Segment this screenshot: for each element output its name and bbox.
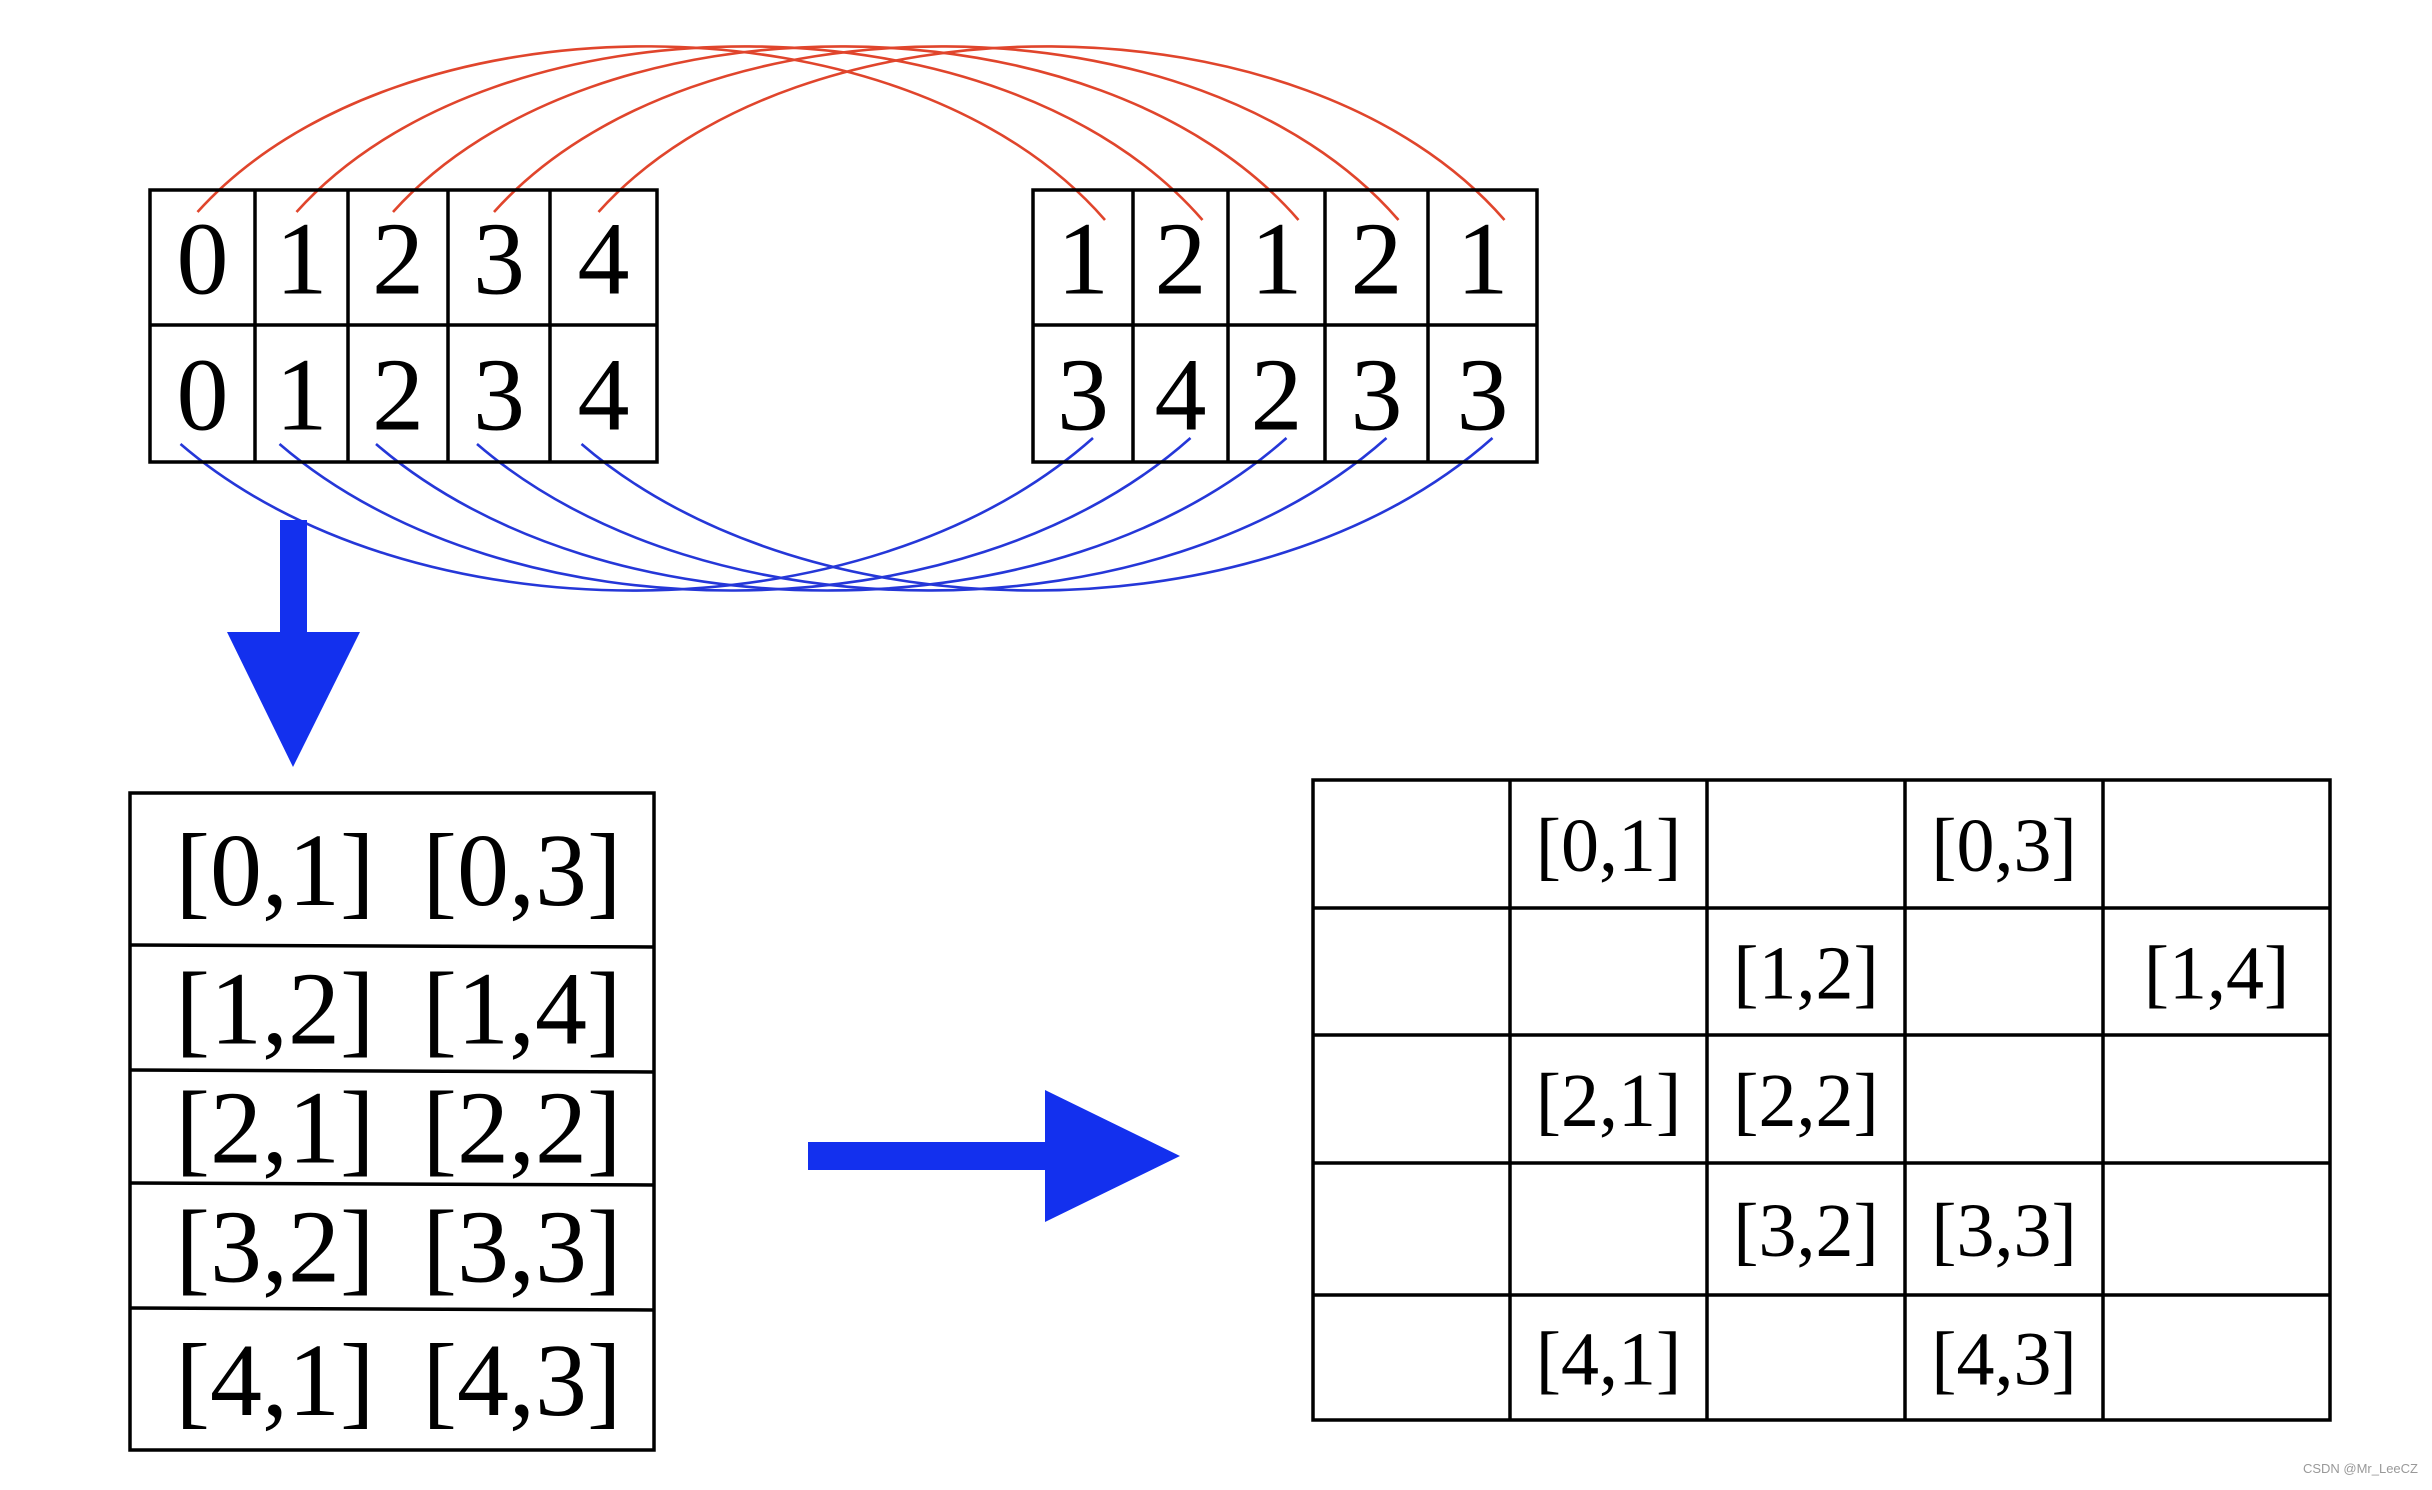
- pair-list-cell: [2,2]: [422, 1071, 621, 1186]
- right-bottom-row-cell: 3: [1057, 338, 1109, 453]
- left-top-row-cell: 0: [177, 202, 229, 317]
- right-bottom-row-cell: 3: [1351, 338, 1403, 453]
- flow-arrows: [227, 520, 1180, 1222]
- left-bottom-row-cell: 0: [177, 338, 229, 453]
- left-bottom-row-cell: 3: [473, 338, 525, 453]
- grid-cell: [0,1]: [1536, 804, 1682, 888]
- pair-list-row-divider: [129, 1306, 655, 1312]
- pair-list-cell: [4,3]: [422, 1323, 621, 1438]
- bottom-link-arc: [580, 437, 1494, 592]
- grid-cell: [4,1]: [1536, 1318, 1682, 1402]
- left-top-row-cell: 2: [372, 202, 424, 317]
- pair-list-cell: [0,3]: [422, 813, 621, 928]
- pair-list-cell: [3,2]: [175, 1190, 374, 1305]
- right-bottom-row-cell: 3: [1457, 338, 1509, 453]
- left-bottom-row-cell: 1: [276, 338, 328, 453]
- pair-list-cell: [4,1]: [175, 1323, 374, 1438]
- right-arrow-head: [1045, 1090, 1180, 1222]
- right-top-row-cell: 1: [1457, 202, 1509, 317]
- left-top-row-cell: 1: [276, 202, 328, 317]
- pair-list-cell: [1,2]: [175, 952, 374, 1067]
- pair-list-cell: [1,4]: [422, 952, 621, 1067]
- grid-cell: [2,2]: [1733, 1059, 1879, 1143]
- grid-cell: [1,4]: [2144, 932, 2290, 1016]
- down-arrow-head: [227, 632, 360, 767]
- bottom-link-arc: [375, 437, 1288, 592]
- grid-cell: [4,3]: [1931, 1318, 2077, 1402]
- connection-arcs: [179, 45, 1506, 592]
- grid-cell: [3,2]: [1733, 1189, 1879, 1273]
- top-link-arc: [493, 45, 1400, 221]
- pair-list-cell: [3,3]: [422, 1190, 621, 1305]
- bottom-link-arc: [476, 437, 1388, 592]
- adjacency-grid: [0,1] [0,3] [1,2] [1,4] [2,1] [2,2] [3,2] [3,3]…: [1311, 778, 2332, 1422]
- right-top-row-cell: 2: [1351, 202, 1403, 317]
- right-top-row-cell: 1: [1057, 202, 1109, 317]
- grid-frame: [1311, 778, 2332, 1422]
- left-bottom-row-cell: 4: [578, 338, 630, 453]
- right-bottom-row-cell: 4: [1155, 338, 1207, 453]
- watermark: CSDN @Mr_LeeCZ: [2302, 1461, 2418, 1476]
- grid-cell: [3,3]: [1931, 1189, 2077, 1273]
- right-top-row-cell: 1: [1251, 202, 1303, 317]
- pair-list-table: [0,1] [0,3] [1,2] [1,4] [2,1] [2,2] [3,2] [3,3]…: [128, 791, 656, 1452]
- grid-cell: [1,2]: [1733, 932, 1879, 1016]
- pair-list-row-divider: [129, 1068, 655, 1074]
- bottom-link-arc: [278, 437, 1192, 592]
- top-link-arc: [392, 45, 1300, 221]
- bottom-link-arc: [179, 437, 1094, 592]
- left-bottom-row-cell: 2: [372, 338, 424, 453]
- grid-cell: [2,1]: [1536, 1059, 1682, 1143]
- left-top-row-cell: 3: [473, 202, 525, 317]
- left-top-row-cell: 4: [578, 202, 630, 317]
- right-bottom-row-cell: 2: [1251, 338, 1303, 453]
- pair-list-row-divider: [129, 1181, 655, 1187]
- pair-list-cell: [0,1]: [175, 813, 374, 928]
- right-arrow-shaft: [808, 1142, 1048, 1170]
- pair-list-frame: [128, 791, 656, 1452]
- right-top-row-cell: 2: [1155, 202, 1207, 317]
- pair-list-cell: [2,1]: [175, 1071, 374, 1186]
- top-link-arc: [295, 45, 1204, 221]
- grid-cell: [0,3]: [1931, 804, 2077, 888]
- down-arrow-shaft: [280, 520, 307, 635]
- top-link-arc: [597, 45, 1506, 221]
- top-link-arc: [196, 45, 1106, 221]
- pair-list-row-divider: [129, 943, 655, 949]
